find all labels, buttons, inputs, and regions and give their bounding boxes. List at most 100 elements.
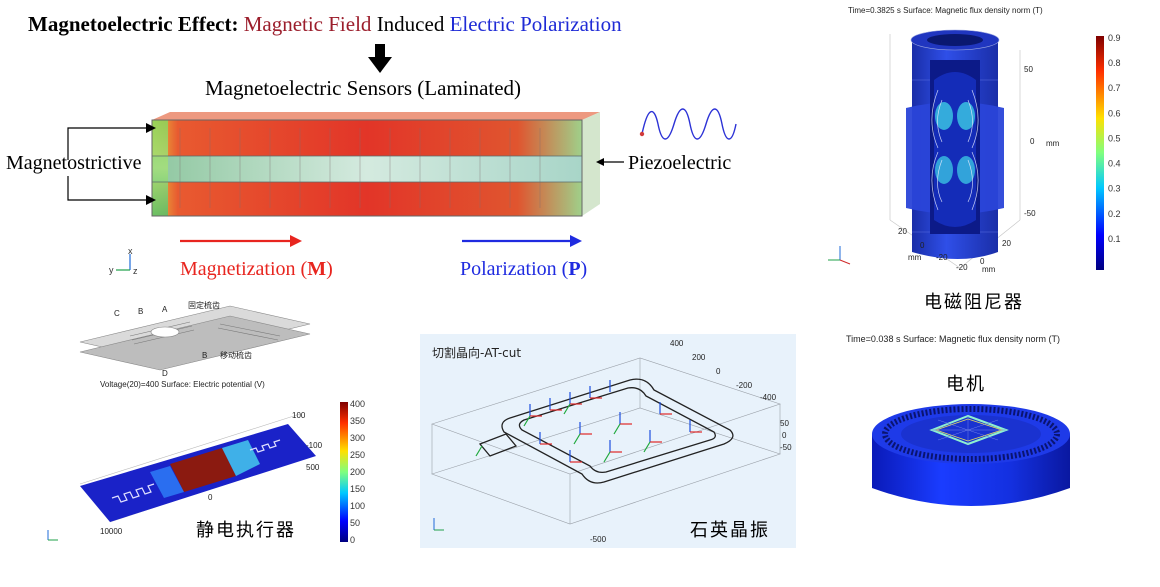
- magnetization-arrow-icon: [180, 235, 302, 247]
- damper-axis-tick-11: mm: [982, 265, 996, 274]
- magnetization-text: Magnetization (: [180, 258, 308, 280]
- damper-axis-tick-0: 50: [1024, 65, 1033, 74]
- svg-text:移动梳齿: 移动梳齿: [220, 350, 252, 360]
- polarization-text: Polarization (: [460, 258, 569, 280]
- damper-colorbar-tick-2: 0.7: [1108, 83, 1121, 93]
- laminated-sensor-graphic: [151, 112, 600, 217]
- sensors-title: Magnetoelectric Sensors (Laminated): [205, 76, 522, 100]
- svg-text:C: C: [114, 309, 120, 318]
- damper-colorbar-tick-4: 0.5: [1108, 133, 1121, 143]
- magnetostrictive-bracket: [67, 123, 156, 205]
- damper-axis-tick-2: mm: [1046, 139, 1060, 148]
- damper-axis-tick-4: 20: [898, 227, 907, 236]
- svg-text:B: B: [138, 307, 143, 316]
- svg-text:固定梳齿: 固定梳齿: [188, 300, 220, 310]
- quartz-axis-ticks: 400 200 0 -200 -400 50 0 -50 -500: [590, 339, 792, 544]
- piezo-arrow-icon: [596, 158, 624, 166]
- svg-text:x: x: [128, 246, 133, 256]
- quartz-caption: 石英晶振: [690, 520, 770, 541]
- axis-triad-sensor-icon: x y z: [109, 246, 138, 276]
- quartz-axis-tick-0: 400: [670, 339, 684, 348]
- damper-axis-tick-7: mm: [908, 253, 922, 262]
- damper-axis-tick-1: 0: [1030, 137, 1035, 146]
- sine-wave-icon: [639, 108, 737, 140]
- damper-colorbar-tick-8: 0.1: [1108, 234, 1121, 244]
- magnetization-label: Magnetization (M): [180, 258, 333, 281]
- damper-colorbar-tick-1: 0.8: [1108, 58, 1121, 68]
- axis-triad-actuator-icon: [47, 530, 58, 541]
- polarization-symbol: P: [568, 258, 581, 280]
- headline: Magnetoelectric Effect: Magnetic Field I…: [28, 12, 622, 37]
- damper-colorbar-tick-0: 0.9: [1108, 33, 1121, 43]
- quartz-panel: [420, 334, 796, 548]
- actuator-caption: 静电执行器: [196, 520, 296, 541]
- polarization-arrow-icon: [462, 235, 582, 247]
- damper-caption: 电磁阻尼器: [924, 292, 1024, 313]
- axis-triad-quartz-icon: [433, 518, 444, 531]
- quartz-axis-tick-7: -50: [780, 443, 792, 452]
- quartz-axis-tick-3: -200: [736, 381, 753, 390]
- damper-colorbar-tick-3: 0.6: [1108, 108, 1121, 118]
- actuator-plot-title: Voltage(20)=400 Surface: Electric potent…: [100, 380, 265, 389]
- actuator-colorbar-tick-5: 150: [350, 484, 365, 494]
- damper-colorbar: [1096, 36, 1104, 270]
- damper-axis-tick-6: 20: [1002, 239, 1011, 248]
- damper-colorbar-tick-5: 0.4: [1108, 159, 1121, 169]
- magnetization-close: ): [326, 258, 333, 280]
- damper-plot-title: Time=0.3825 s Surface: Magnetic flux den…: [848, 6, 1043, 15]
- quartz-axis-tick-5: 50: [780, 419, 789, 428]
- axis-triad-damper-icon: [828, 246, 851, 265]
- damper-axis-tick-3: -50: [1024, 209, 1036, 218]
- polarization-label: Polarization (P): [460, 258, 587, 281]
- svg-text:D: D: [162, 369, 168, 378]
- actuator-colorbar-tick-2: 300: [350, 433, 365, 443]
- actuator-axis-ticks: 100 -100 500 0 10000: [100, 411, 323, 536]
- quartz-plot: 400 200 0 -200 -400 50 0 -50 -500: [431, 339, 792, 544]
- actuator-colorbar-tick-7: 50: [350, 518, 360, 528]
- actuator-inset-diagram: C B A 固定梳齿 D B 移动梳齿: [79, 300, 311, 378]
- actuator-colorbar-tick-6: 100: [350, 501, 365, 511]
- actuator-colorbar-ticks: 400 350 300 250 200 150 100 50 0: [350, 399, 365, 545]
- magnetization-symbol: M: [307, 258, 327, 280]
- magnetostrictive-label: Magnetostrictive: [6, 152, 142, 174]
- quartz-axis-tick-8: -500: [590, 535, 607, 544]
- actuator-colorbar-tick-4: 200: [350, 467, 365, 477]
- svg-text:z: z: [133, 266, 138, 276]
- damper-colorbar-ticks: 0.9 0.8 0.7 0.6 0.5 0.4 0.3 0.2 0.1: [1108, 33, 1121, 244]
- svg-text:y: y: [109, 265, 114, 275]
- actuator-axis-tick-1: -100: [306, 441, 323, 450]
- damper-axis-tick-10: 0: [980, 257, 985, 266]
- headline-electric-polarization: Electric Polarization: [449, 12, 622, 36]
- actuator-colorbar: [340, 402, 348, 542]
- actuator-axis-tick-3: 0: [208, 493, 213, 502]
- actuator-colorbar-tick-0: 400: [350, 399, 365, 409]
- headline-induced: Induced: [376, 12, 445, 36]
- quartz-axis-tick-4: -400: [760, 393, 777, 402]
- headline-magnetic-field: Magnetic Field: [243, 12, 372, 36]
- damper-axis-tick-8: -20: [936, 253, 948, 262]
- actuator-colorbar-tick-1: 350: [350, 416, 365, 426]
- quartz-axis-tick-2: 0: [716, 367, 721, 376]
- quartz-title: 切割晶向-AT-cut: [432, 346, 522, 360]
- quartz-axis-tick-1: 200: [692, 353, 706, 362]
- motor-caption: 电机: [946, 374, 986, 395]
- piezoelectric-label: Piezoelectric: [628, 152, 732, 174]
- actuator-colorbar-tick-8: 0: [350, 535, 355, 545]
- actuator-axis-tick-4: 10000: [100, 527, 123, 536]
- actuator-axis-tick-0: 100: [292, 411, 306, 420]
- polarization-close: ): [580, 258, 588, 280]
- damper-colorbar-tick-6: 0.3: [1108, 184, 1121, 194]
- motor-plot-title: Time=0.038 s Surface: Magnetic flux dens…: [846, 334, 1061, 344]
- damper-axis-tick-9: -20: [956, 263, 968, 272]
- down-arrow-icon: [368, 44, 392, 73]
- actuator-axis-tick-2: 500: [306, 463, 320, 472]
- damper-axis-tick-5: 0: [920, 241, 925, 250]
- motor-graphic: [872, 404, 1070, 506]
- actuator-colorbar-tick-3: 250: [350, 450, 365, 460]
- damper-colorbar-tick-7: 0.2: [1108, 209, 1121, 219]
- quartz-axis-tick-6: 0: [782, 431, 787, 440]
- headline-prefix: Magnetoelectric Effect:: [28, 12, 239, 36]
